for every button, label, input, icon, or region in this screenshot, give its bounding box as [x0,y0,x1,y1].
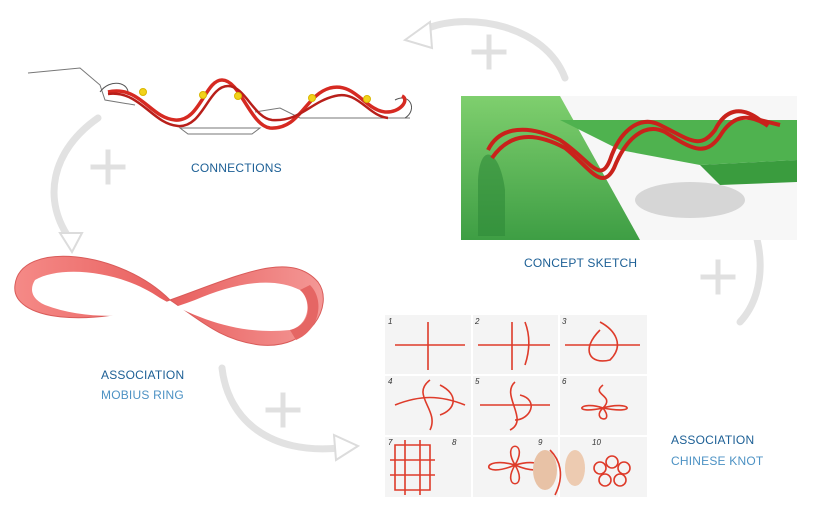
plus-icon [90,149,126,185]
chinese-knot-label: CHINESE KNOT [671,454,764,468]
knot-step-label: 2 [475,317,480,326]
knot-hands [533,449,585,496]
knot-step-label: 9 [538,438,543,447]
arrow-icon [402,20,434,50]
mobius-association-title: ASSOCIATION [101,368,185,382]
concept-sketch-render [461,96,797,240]
plus-icon [471,34,507,70]
arc-bottom [218,364,344,453]
knot-step-label: 3 [562,317,567,326]
mobius-ring-label: MOBIUS RING [101,388,184,402]
knot-association-title: ASSOCIATION [671,433,755,447]
connections-sketch [27,67,413,135]
knot-step-label: 10 [592,438,601,447]
arc-left [50,114,102,246]
knot-step-label: 5 [475,377,480,386]
connections-label: CONNECTIONS [191,161,282,175]
concept-sketch-label: CONCEPT SKETCH [524,256,638,270]
plus-icons [90,34,736,428]
knot-step-label: 4 [388,377,393,386]
knot-step-label: 8 [452,438,457,447]
chinese-knot-grid [385,315,647,497]
knot-step-label: 1 [388,317,393,326]
plus-icon [700,259,736,295]
arc-top [424,18,569,82]
mobius-ring [14,255,324,346]
arrow-icon [332,433,361,462]
knot-step-label: 7 [388,438,393,447]
plus-icon [265,392,301,428]
arrow-icon [58,232,84,254]
knot-step-label: 6 [562,377,567,386]
